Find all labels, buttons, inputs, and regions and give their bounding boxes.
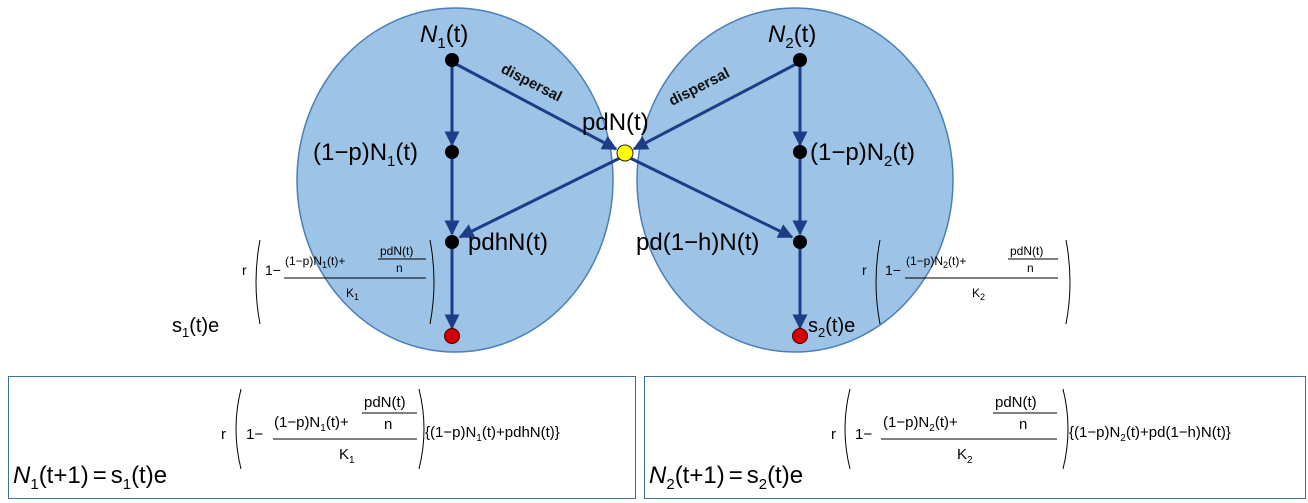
patch-2-ellipse xyxy=(636,7,954,353)
node-right-end xyxy=(792,328,808,344)
patch-1-ellipse xyxy=(296,7,614,353)
label-right-low: pd(1−h)N(t) xyxy=(636,229,759,256)
arrow-center-to-left-low xyxy=(458,156,621,239)
svg-text:(1−p)N1(t)+: (1−p)N1(t)+ xyxy=(285,254,345,270)
svg-text:(1−p)N2(t)+: (1−p)N2(t)+ xyxy=(883,414,958,434)
svg-text:n: n xyxy=(1027,261,1034,275)
svg-text:K2: K2 xyxy=(972,286,985,302)
svg-text:n: n xyxy=(396,261,403,275)
svg-text:N1(t+1)=s1(t)e: N1(t+1)=s1(t)e xyxy=(13,462,167,493)
svg-text:n: n xyxy=(1019,416,1027,433)
label-left-low: pdhN(t) xyxy=(468,229,548,256)
svg-text:1−: 1− xyxy=(265,262,281,278)
svg-text:pdN(t): pdN(t) xyxy=(995,394,1037,411)
equation-left: N1(t+1)=s1(t)e r 1− (1−p)N1(t)+ pdN(t) n… xyxy=(13,388,560,493)
svg-text:s1(t)e: s1(t)e xyxy=(172,315,219,340)
node-right-low xyxy=(793,235,807,249)
svg-text:K2: K2 xyxy=(957,446,973,466)
svg-text:{(1−p)N1(t)+pdhN(t)}: {(1−p)N1(t)+pdhN(t)} xyxy=(425,424,560,444)
svg-text:pdN(t): pdN(t) xyxy=(380,244,413,258)
label-right-mid: (1−p)N2(t) xyxy=(810,139,915,170)
svg-text:1−: 1− xyxy=(885,262,901,278)
node-center xyxy=(616,144,634,162)
label-center: pdN(t) xyxy=(582,109,649,136)
svg-text:(1−p)N2(t)+: (1−p)N2(t)+ xyxy=(906,254,966,270)
svg-text:(1−p)N1(t)+: (1−p)N1(t)+ xyxy=(274,414,349,434)
arrow-center-to-right-low xyxy=(629,156,794,239)
svg-text:n: n xyxy=(384,416,392,433)
svg-text:pdN(t): pdN(t) xyxy=(1010,244,1043,258)
node-n2 xyxy=(793,53,807,67)
survival-left: s1(t)e r 1− (1−p)N1(t)+ pdN(t) n K1 xyxy=(172,239,435,340)
node-left-low xyxy=(445,235,459,249)
label-n2: N2(t) xyxy=(768,21,816,52)
node-n1 xyxy=(445,53,459,67)
svg-text:K1: K1 xyxy=(346,286,359,302)
svg-text:{(1−p)N2(t)+pd(1−h)N(t)}: {(1−p)N2(t)+pd(1−h)N(t)} xyxy=(1069,424,1231,444)
svg-text:1−: 1− xyxy=(246,426,263,443)
svg-text:s2(t)e: s2(t)e xyxy=(808,315,855,340)
svg-text:r: r xyxy=(221,426,226,443)
svg-text:N2(t+1)=s2(t)e: N2(t+1)=s2(t)e xyxy=(649,462,803,493)
equation-box-left: N1(t+1)=s1(t)e r 1− (1−p)N1(t)+ pdN(t) n… xyxy=(8,376,636,499)
arrow-dispersal-left xyxy=(451,60,618,151)
node-right-mid xyxy=(793,145,807,159)
node-left-end xyxy=(444,328,460,344)
svg-text:r: r xyxy=(862,262,867,278)
svg-text:1−: 1− xyxy=(855,426,872,443)
node-left-mid xyxy=(445,145,459,159)
svg-text:r: r xyxy=(831,426,836,443)
svg-text:r: r xyxy=(242,262,247,278)
survival-right: s2(t)e r 1− (1−p)N2(t)+ pdN(t) n K2 xyxy=(808,239,1071,340)
label-left-mid: (1−p)N1(t) xyxy=(313,139,418,170)
svg-text:pdN(t): pdN(t) xyxy=(364,394,406,411)
label-n1: N1(t) xyxy=(420,21,468,52)
arrow-dispersal-right xyxy=(632,60,801,151)
equation-right: N2(t+1)=s2(t)e r 1− (1−p)N2(t)+ pdN(t) n… xyxy=(649,388,1231,493)
equation-box-right: N2(t+1)=s2(t)e r 1− (1−p)N2(t)+ pdN(t) n… xyxy=(644,376,1306,499)
svg-text:K1: K1 xyxy=(339,446,355,466)
